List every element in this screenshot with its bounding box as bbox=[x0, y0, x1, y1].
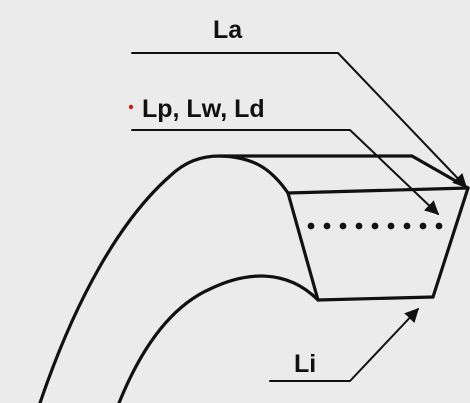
belt-section-left-edge bbox=[286, 191, 320, 302]
pitch-dot bbox=[387, 222, 395, 230]
pitch-dot bbox=[323, 222, 331, 230]
lp-lw-ld-label: Lp, Lw, Ld bbox=[142, 95, 265, 123]
la-label: La bbox=[213, 16, 243, 44]
li-label: Li bbox=[294, 350, 316, 378]
belt-section-bottom-edge bbox=[316, 295, 435, 302]
red-marker-dot bbox=[128, 104, 134, 110]
belt-outer-curve bbox=[38, 154, 290, 403]
li-leader-line bbox=[269, 307, 419, 382]
pitch-line-dots bbox=[307, 222, 443, 230]
pitch-dot bbox=[419, 222, 427, 230]
pitch-dot bbox=[339, 222, 347, 230]
la-leader-line bbox=[131, 52, 467, 189]
pitch-dot bbox=[435, 222, 443, 230]
belt-section-top-edge bbox=[286, 186, 470, 195]
belt-section-right-edge bbox=[431, 186, 470, 299]
pitch-dot bbox=[307, 222, 315, 230]
pitch-dot bbox=[371, 222, 379, 230]
pitch-dot bbox=[355, 222, 363, 230]
pitch-dot bbox=[403, 222, 411, 230]
belt-inner-curve bbox=[117, 274, 320, 403]
lp-lw-ld-leader-line bbox=[131, 129, 440, 215]
belt-top-face bbox=[219, 154, 470, 190]
